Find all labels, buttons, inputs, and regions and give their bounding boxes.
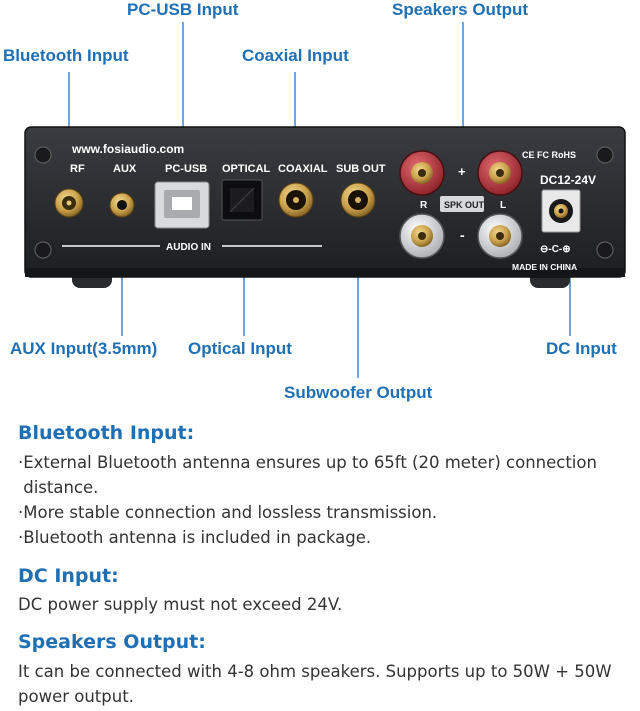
callout-speakers: Speakers Output: [392, 0, 529, 19]
bluetooth-line-4: ·Bluetooth antenna is included in packag…: [18, 528, 372, 547]
dc-jack: [541, 189, 581, 233]
label-dc-rating: DC12-24V: [540, 173, 596, 187]
label-audio-in: AUDIO IN: [166, 242, 211, 253]
speakers-line-2: power output.: [18, 687, 134, 706]
label-made-in: MADE IN CHINA: [512, 262, 577, 272]
label-spk-out: SPK OUT: [444, 200, 485, 210]
dc-line-1: DC power supply must not exceed 24V.: [18, 595, 343, 614]
speaker-terminals: SPK OUT: [399, 150, 523, 259]
bluetooth-line-1: ·External Bluetooth antenna ensures up t…: [18, 453, 597, 472]
label-optical: OPTICAL: [222, 163, 271, 175]
label-aux: AUX: [113, 163, 137, 175]
aux-jack: [109, 192, 135, 218]
label-r: R: [420, 200, 428, 211]
section-title-speakers: Speakers Output:: [18, 631, 206, 653]
bluetooth-line-3: ·More stable connection and lossless tra…: [18, 503, 438, 522]
section-title-dc: DC Input:: [18, 565, 119, 587]
callout-pc-usb: PC-USB Input: [127, 0, 239, 19]
product-rear-diagram: PC-USB Input Speakers Output Bluetooth I…: [3, 0, 626, 402]
bluetooth-line-2: distance.: [18, 478, 99, 497]
optical-port: [221, 179, 263, 221]
label-plus: +: [458, 164, 466, 179]
label-sub-out: SUB OUT: [336, 163, 386, 175]
rf-antenna-jack: [54, 188, 84, 218]
panel-labels: www.fosiaudio.com RF AUX PC-USB OPTICAL …: [70, 142, 596, 272]
callout-subwoofer: Subwoofer Output: [284, 383, 433, 402]
callout-dc: DC Input: [546, 339, 617, 358]
amplifier-illustration: www.fosiaudio.com RF AUX PC-USB OPTICAL …: [24, 22, 626, 378]
label-rf: RF: [70, 163, 85, 175]
coaxial-port: [278, 182, 314, 218]
label-coaxial: COAXIAL: [278, 163, 328, 175]
callout-optical: Optical Input: [188, 339, 292, 358]
label-polarity: ⊖-C-⊕: [540, 244, 571, 255]
callout-coaxial: Coaxial Input: [242, 46, 349, 65]
usb-b-port: [154, 181, 210, 229]
speakers-line-1: It can be connected with 4-8 ohm speaker…: [18, 662, 612, 681]
label-certs: CE FC RoHS: [522, 150, 576, 160]
label-pc-usb: PC-USB: [165, 163, 207, 175]
sub-out-port: [340, 182, 376, 218]
callout-bluetooth: Bluetooth Input: [3, 46, 129, 65]
panel-bottom-edge: [25, 268, 625, 277]
label-minus: -: [460, 227, 465, 243]
callout-aux: AUX Input(3.5mm): [10, 339, 158, 358]
label-l: L: [500, 200, 506, 211]
label-website: www.fosiaudio.com: [71, 142, 184, 156]
screws: [34, 146, 614, 259]
section-title-bluetooth: Bluetooth Input:: [18, 422, 195, 444]
